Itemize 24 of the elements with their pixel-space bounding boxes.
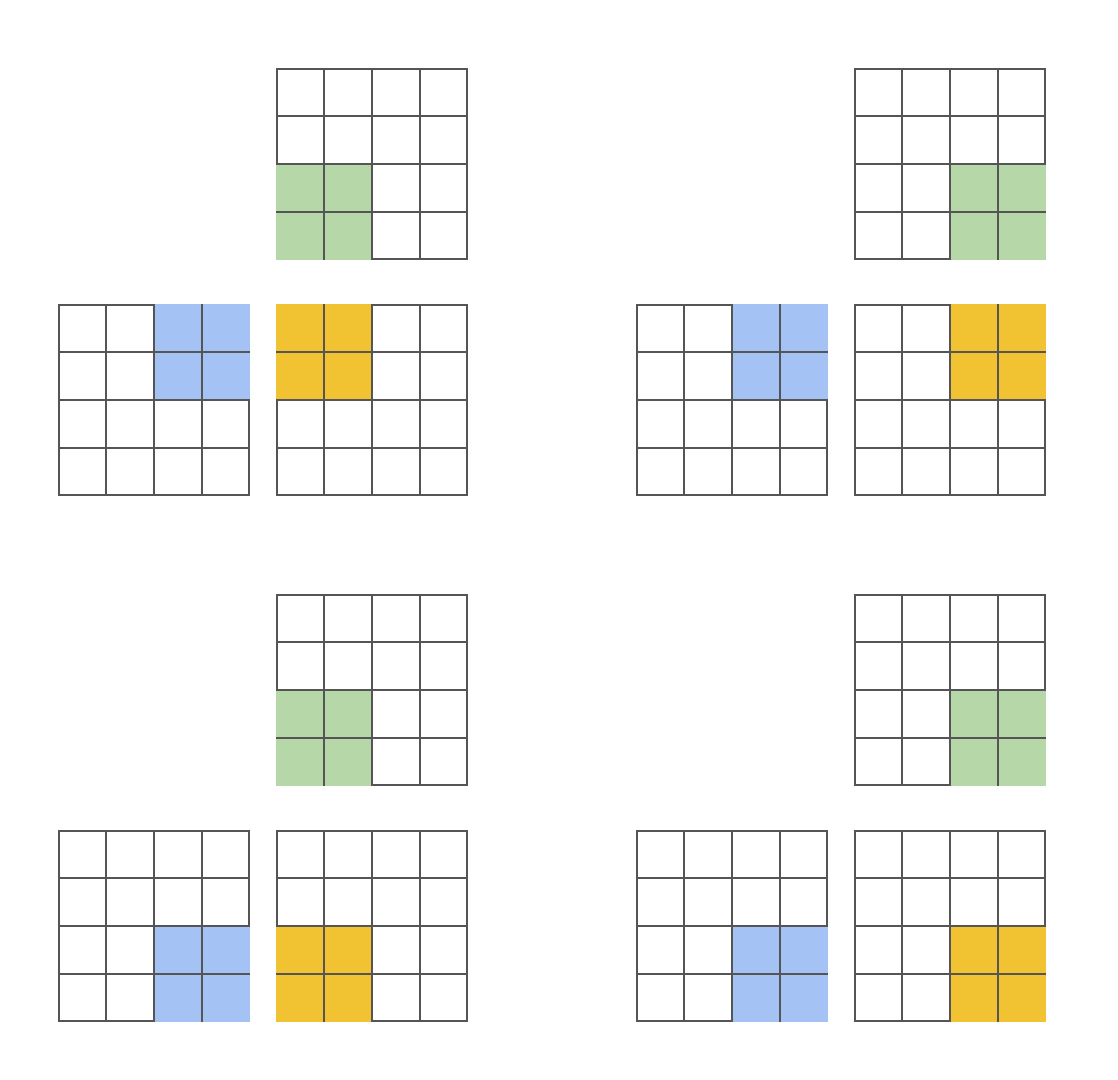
grid [854, 304, 1046, 496]
highlighted-square [154, 926, 250, 1022]
grid [58, 304, 250, 496]
highlighted-square [732, 304, 828, 400]
grid [276, 594, 468, 786]
highlighted-square [950, 926, 1046, 1022]
highlighted-square [276, 164, 372, 260]
highlighted-square [950, 164, 1046, 260]
highlighted-square [276, 926, 372, 1022]
highlighted-square [950, 690, 1046, 786]
highlighted-square [154, 304, 250, 400]
highlighted-square [276, 690, 372, 786]
grid [58, 830, 250, 1022]
highlighted-square [276, 304, 372, 400]
grid [854, 830, 1046, 1022]
grid [636, 304, 828, 496]
grid [276, 830, 468, 1022]
grid [636, 830, 828, 1022]
grid [276, 68, 468, 260]
highlighted-square [950, 304, 1046, 400]
grid [276, 304, 468, 496]
highlighted-square [732, 926, 828, 1022]
grid [854, 594, 1046, 786]
grid [854, 68, 1046, 260]
